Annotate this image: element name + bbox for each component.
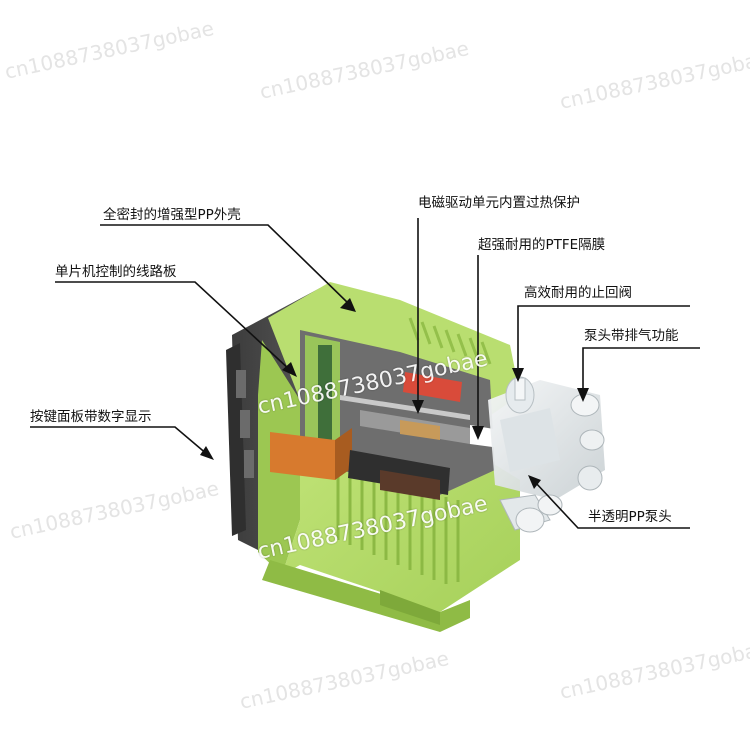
label-keypad: 按键面板带数字显示 [30, 409, 152, 425]
leader-check-valve [517, 305, 690, 372]
label-pump-head: 半透明PP泵头 [588, 509, 672, 525]
pump-head [488, 376, 605, 533]
label-drive-unit: 电磁驱动单元内置过热保护 [418, 195, 580, 211]
top-fins [408, 317, 492, 365]
label-circuit-board: 单片机控制的线路板 [55, 264, 177, 280]
leader-lines [30, 218, 700, 529]
label-check-valve: 高效耐用的止回阀 [524, 285, 632, 301]
solenoid-coil [270, 432, 335, 480]
cutaway-interior [270, 330, 500, 500]
arrow-heads [200, 298, 589, 489]
label-housing: 全密封的增强型PP外壳 [103, 207, 241, 223]
check-valve [514, 377, 526, 401]
label-venting: 泵头带排气功能 [584, 328, 679, 344]
leader-keypad [30, 426, 209, 456]
circuit-board [318, 345, 332, 440]
leader-housing [100, 224, 351, 306]
leader-pump-head [534, 481, 690, 529]
label-ptfe-membrane: 超强耐用的PTFE隔膜 [478, 237, 606, 253]
leader-venting [582, 347, 700, 392]
leader-circuit-board [55, 281, 291, 371]
cooling-fins [336, 470, 460, 584]
